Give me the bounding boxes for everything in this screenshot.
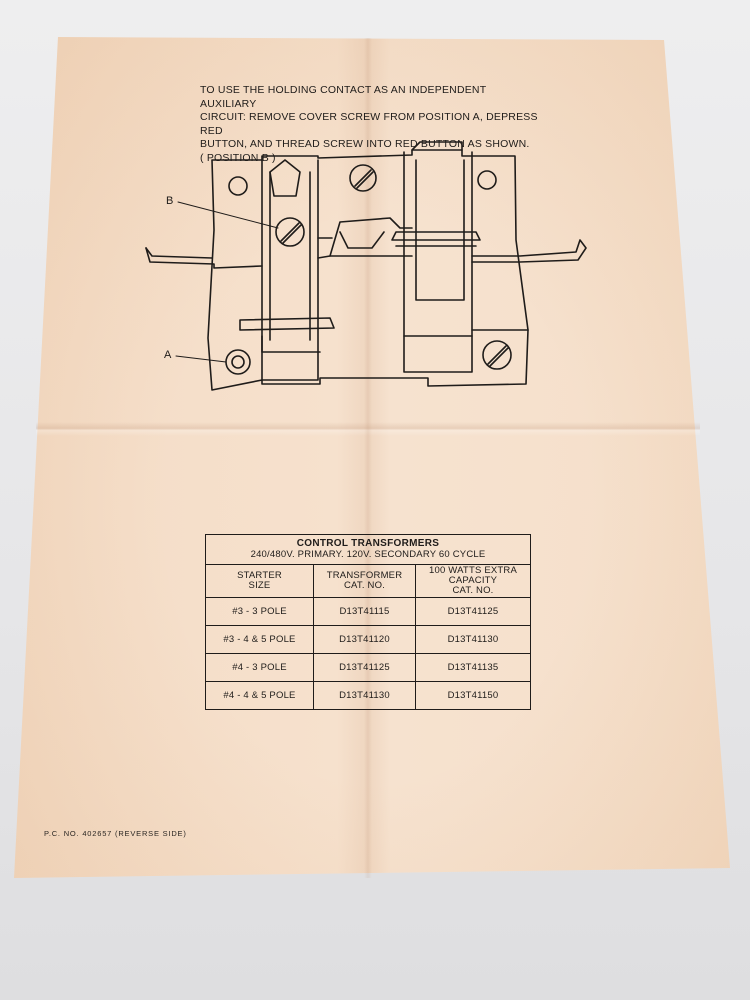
- horizontal-fold-line: [36, 422, 700, 436]
- column-header-line: CAT. NO.: [343, 580, 385, 591]
- column-header-line: CAPACITY: [448, 575, 498, 586]
- table-header: CONTROL TRANSFORMERS 240/480V. PRIMARY. …: [206, 535, 530, 565]
- table-cell-extra-capacity: D13T41125: [416, 598, 530, 626]
- table-cell-starter-size: #3 - 4 & 5 POLE: [206, 626, 314, 654]
- column-header-line: CAT. NO.: [452, 585, 494, 596]
- table-grid: STARTER SIZE TRANSFORMER CAT. NO. 100 WA…: [206, 565, 530, 709]
- table-cell-starter-size: #3 - 3 POLE: [206, 598, 314, 626]
- column-header-line: 100 WATTS EXTRA: [429, 565, 517, 576]
- table-cell-transformer: D13T41130: [314, 682, 416, 709]
- table-cell-extra-capacity: D13T41150: [447, 689, 499, 701]
- table-cell-transformer: D13T41120: [314, 626, 416, 654]
- label-b: B: [166, 195, 174, 207]
- table-cell-extra-capacity: D13T41135: [416, 654, 530, 682]
- column-header-line: TRANSFORMER: [326, 570, 403, 581]
- column-header-starter-size: STARTER SIZE: [206, 565, 314, 598]
- column-header-transformer-cat-no: TRANSFORMER CAT. NO.: [314, 565, 416, 598]
- table-cell-starter-size: #4 - 4 & 5 POLE: [206, 682, 314, 709]
- column-header-line: STARTER: [237, 570, 282, 581]
- table-cell-transformer: D13T41125: [314, 654, 416, 682]
- table-title: CONTROL TRANSFORMERS: [296, 538, 440, 549]
- column-header-extra-capacity-cat-no: 100 WATTS EXTRA CAPACITY CAT. NO.: [416, 565, 530, 598]
- table-cell-transformer: D13T41115: [314, 598, 416, 626]
- control-transformers-table: CONTROL TRANSFORMERS 240/480V. PRIMARY. …: [205, 534, 531, 710]
- instruction-text: TO USE THE HOLDING CONTACT AS AN INDEPEN…: [200, 84, 538, 164]
- vertical-fold-line: [364, 38, 372, 878]
- table-cell-starter-size: #4 - 3 POLE: [206, 654, 314, 682]
- table-subtitle: 240/480V. PRIMARY. 120V. SECONDARY 60 CY…: [250, 549, 486, 560]
- table-cell-extra-capacity: D13T41130: [416, 626, 530, 654]
- footer-part-code: P.C. NO. 402657 (REVERSE SIDE): [44, 829, 187, 838]
- column-header-line: SIZE: [248, 580, 271, 591]
- label-a: A: [164, 349, 172, 361]
